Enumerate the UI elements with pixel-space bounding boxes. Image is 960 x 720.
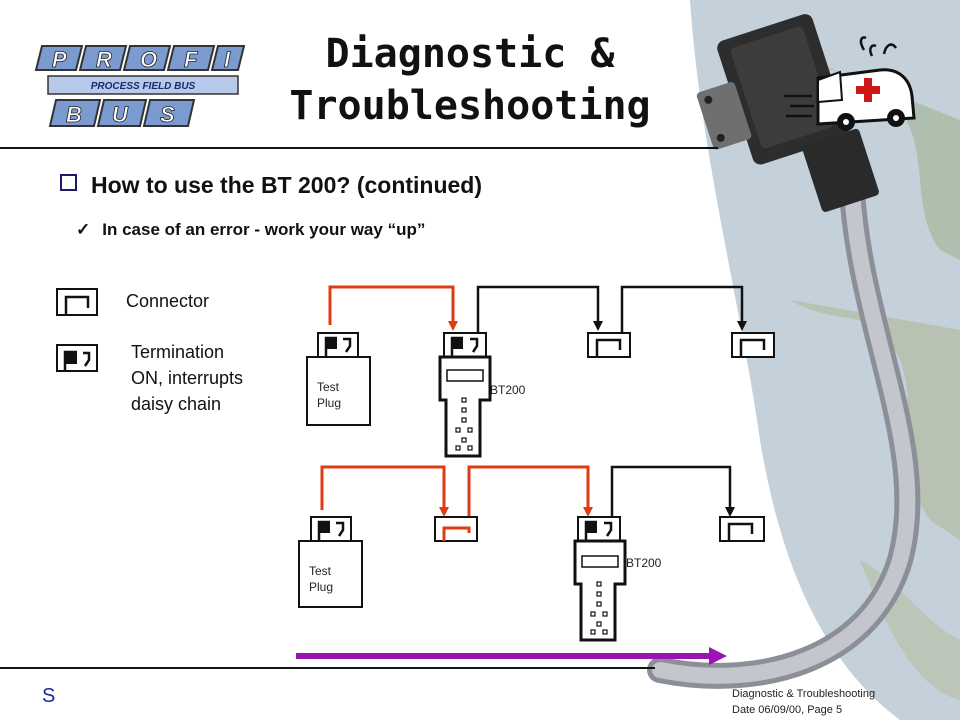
connector-legend-icon [56, 288, 98, 316]
page-title: Diagnostic & Troubleshooting [289, 31, 651, 129]
svg-text:S: S [160, 102, 175, 127]
row1-test-plug-label: Test Plug [317, 379, 341, 411]
svg-text:PROCESS FIELD BUS: PROCESS FIELD BUS [91, 81, 196, 92]
profibus-logo: P R O F I B U S PROCESS FIELD BUS [34, 45, 246, 127]
termination-line-2: ON, interrupts [131, 368, 244, 388]
svg-text:F: F [184, 47, 198, 72]
footer-logo-s: S [42, 685, 56, 707]
row2-connector-4 [719, 516, 765, 542]
footer-info-line-1: Diagnostic & Troubleshooting [732, 688, 876, 700]
sub-d-connector [696, 14, 879, 212]
svg-text:P: P [52, 47, 67, 72]
bullet-subitem: ✓ In case of an error - work your way “up… [76, 220, 425, 240]
termination-legend-icon [56, 344, 98, 372]
row1-bt200-device [438, 355, 492, 458]
termination-line-1: Termination [131, 342, 225, 362]
row1-connector-3 [587, 332, 631, 358]
row1-wiring [328, 285, 747, 333]
row2-wiring [320, 465, 735, 528]
svg-text:B: B [66, 102, 82, 127]
svg-text:I: I [224, 47, 231, 72]
ambulance-icon [784, 36, 916, 131]
row1-bt200-label: BT200 [490, 383, 526, 397]
footer-info-line-2: Date 06/09/00, Page 5 [732, 704, 843, 716]
row2-bt200-label: BT200 [626, 556, 662, 570]
square-bullet-icon [60, 174, 77, 191]
svg-text:O: O [140, 47, 157, 72]
legend-connector-label: Connector [126, 291, 210, 311]
bullet-heading: How to use the BT 200? (continued) [60, 172, 482, 199]
test-plug-line-2: Plug [317, 396, 342, 410]
row2-test-plug [298, 540, 363, 608]
test-plug-line-2: Plug [309, 580, 334, 594]
row2-connector-2 [434, 516, 478, 542]
bullet-heading-text: How to use the BT 200? (continued) [91, 172, 483, 198]
row2-termination-1 [310, 516, 352, 542]
test-plug-line-1: Test [309, 564, 332, 578]
svg-text:U: U [112, 102, 129, 127]
row1-connector-4 [731, 332, 775, 358]
row2-bt200-device [573, 539, 627, 642]
row1-termination-2 [443, 332, 487, 358]
row1-test-plug [306, 356, 371, 426]
checkmark-icon: ✓ [76, 220, 91, 239]
row1-termination-1 [317, 332, 359, 358]
footer-info: Diagnostic & Troubleshooting Date 06/09/… [732, 686, 875, 718]
logo-bottom-row [48, 99, 196, 127]
bullet-subitem-text: In case of an error - work your way “up” [102, 220, 426, 239]
legend-termination-label: Termination ON, interrupts daisy chain [131, 339, 243, 417]
row2-termination-3 [577, 516, 621, 542]
logo-top-row [34, 45, 246, 71]
row2-test-plug-label: Test Plug [309, 563, 333, 595]
termination-line-3: daisy chain [131, 394, 222, 414]
test-plug-line-1: Test [317, 380, 340, 394]
svg-text:R: R [96, 47, 112, 72]
